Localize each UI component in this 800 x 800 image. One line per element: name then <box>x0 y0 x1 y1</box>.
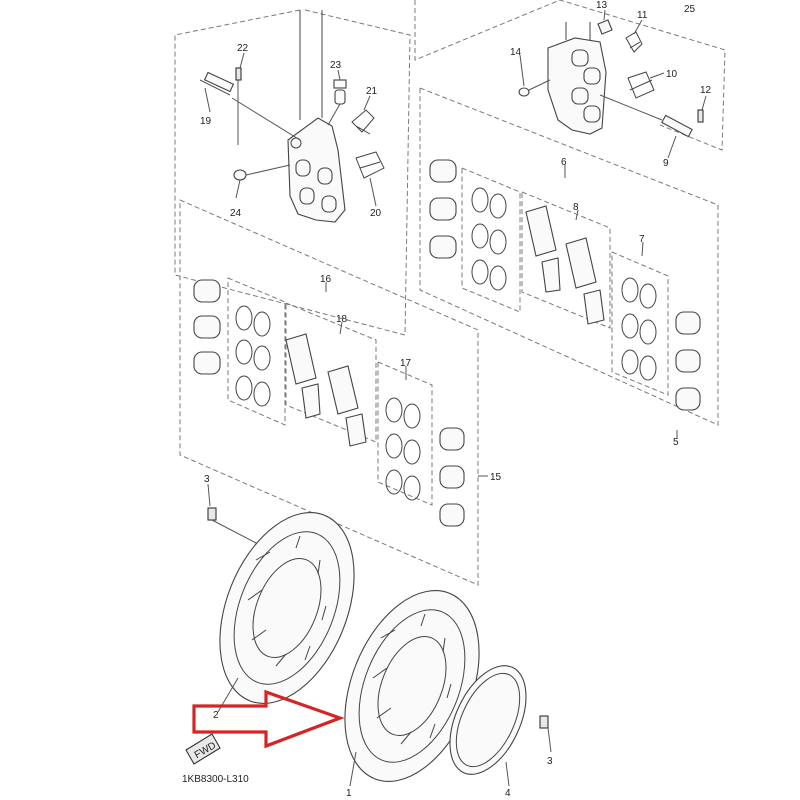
group-box-right-kit <box>419 87 719 426</box>
right-kit-pistons-right <box>675 311 701 411</box>
fwd-arrow-mark: FWD <box>185 733 221 765</box>
right-kit-pads-8 <box>525 205 605 325</box>
callout-7: 7 <box>639 234 645 245</box>
bleed-screw-23 <box>327 79 347 126</box>
callout-8: 8 <box>573 202 579 213</box>
callout-3: 3 <box>204 474 210 485</box>
callout-3-repeat: 3 <box>547 756 553 767</box>
callout-5: 5 <box>673 437 679 448</box>
bolt-13 <box>597 19 613 35</box>
group-box-right-caliper <box>414 0 726 151</box>
seal-box-right-6 <box>461 167 521 313</box>
clip-20 <box>355 151 385 179</box>
callout-6: 6 <box>561 157 567 168</box>
brake-disc-2 <box>219 512 355 704</box>
group-box-left-kit <box>179 199 479 586</box>
brake-disc-1 <box>344 590 480 782</box>
carrier-ring-4 <box>449 665 527 775</box>
washer-24 <box>233 169 247 181</box>
callout-12: 12 <box>700 85 712 96</box>
left-kit-seals-16 <box>235 305 271 407</box>
right-kit-seals-7 <box>621 277 657 381</box>
callout-18: 18 <box>336 314 348 325</box>
left-kit-pads-18 <box>285 333 367 447</box>
bolt-12 <box>697 109 704 123</box>
leader-lines <box>204 9 707 787</box>
left-kit-pistons-right <box>439 427 465 527</box>
seal-box-left-17 <box>377 361 433 506</box>
pad-box-right-8 <box>521 191 611 329</box>
pin-9 <box>599 94 693 138</box>
callout-21: 21 <box>366 86 378 97</box>
disc-bolt-3-left <box>207 507 261 546</box>
pin-19 <box>199 71 301 141</box>
callout-15: 15 <box>490 472 502 483</box>
callout-14: 14 <box>510 47 522 58</box>
right-kit-pistons-left <box>429 159 457 259</box>
right-kit-seals-6 <box>471 187 507 291</box>
callout-9: 9 <box>663 158 669 169</box>
callout-16: 16 <box>320 274 332 285</box>
callout-4: 4 <box>505 788 511 799</box>
red-pointer-arrow <box>192 689 345 749</box>
left-caliper <box>287 10 346 223</box>
callout-22: 22 <box>237 43 249 54</box>
callout-11: 11 <box>637 10 648 21</box>
right-caliper <box>547 22 607 135</box>
disc-bolt-3-right <box>539 715 549 729</box>
screw-11 <box>625 31 643 53</box>
pad-box-left-18 <box>285 302 377 443</box>
callout-24: 24 <box>230 208 242 219</box>
bolt-22 <box>235 67 242 145</box>
seal-box-left-16 <box>227 277 286 426</box>
callout-17: 17 <box>400 358 412 369</box>
seal-box-right-7 <box>611 251 669 396</box>
callout-10: 10 <box>666 69 678 80</box>
callout-23: 23 <box>330 60 342 71</box>
washer-14 <box>518 87 530 97</box>
callout-13: 13 <box>596 0 608 11</box>
callout-1: 1 <box>346 788 352 799</box>
callout-25: 25 <box>684 4 696 15</box>
left-kit-seals-17 <box>385 397 421 501</box>
group-box-left-caliper <box>174 9 411 336</box>
left-kit-pistons-left <box>193 279 221 375</box>
spring-10 <box>627 71 655 99</box>
callout-19: 19 <box>200 116 212 127</box>
drawing-code: 1KB8300-L310 <box>182 774 249 785</box>
callout-2: 2 <box>213 710 219 721</box>
callout-20: 20 <box>370 208 382 219</box>
pad-spring-21 <box>351 109 375 135</box>
